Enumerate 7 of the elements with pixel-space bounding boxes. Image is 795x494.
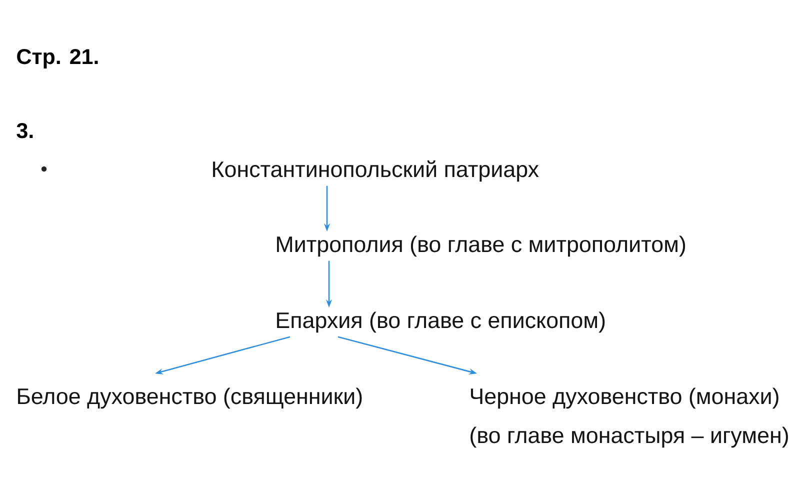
heading: Стр. 21.: [17, 48, 98, 68]
hierarchy-label: Константинопольский патриарх: [213, 160, 539, 182]
hierarchy-label: Епархия (во главе с епископом): [277, 312, 605, 333]
hierarchy-label: Черное духовенство (монахи) (во главе монастыря – игумен): [470, 388, 788, 448]
task-number: 3.: [16, 122, 33, 138]
hierarchy-label: Белое духовенство (священники): [18, 388, 362, 409]
hierarchy-label: Митрополия (во главе с митрополитом): [277, 236, 686, 257]
